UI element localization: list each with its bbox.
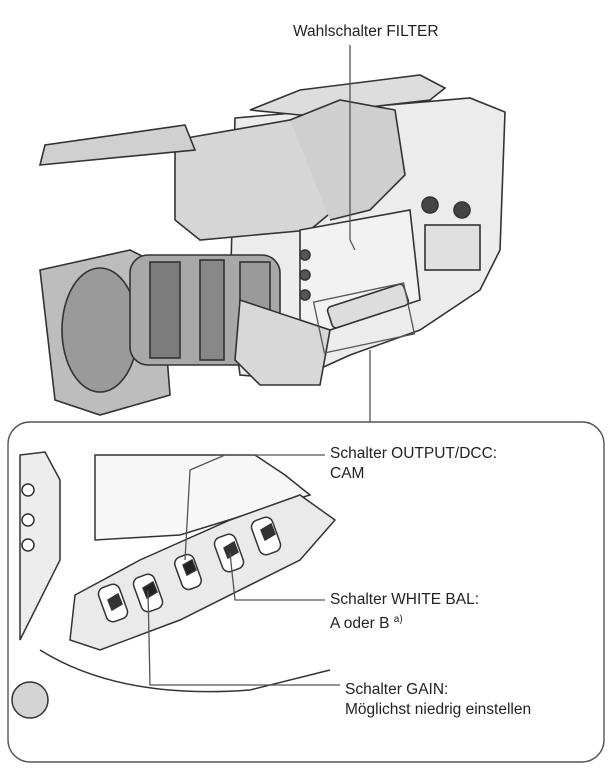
white-bal-label-line2: A oder B a) [330,610,479,634]
filter-switch-label: Wahlschalter FILTER [293,23,439,40]
zoom-panel-frame [7,421,605,763]
gain-label-line1: Schalter GAIN: [345,681,449,698]
white-bal-label-line1: Schalter WHITE BAL: [330,591,480,608]
filter-leader-line [349,45,356,251]
zoom-leader-lines [147,454,340,686]
gain-label-line2: Möglichst niedrig einstellen [345,701,532,718]
gain-switch-label: Schalter GAIN: Möglichst niedrig einstel… [345,680,531,720]
switch-area-highlight [312,282,416,354]
output-dcc-label-line2: CAM [330,465,365,482]
output-dcc-label-line1: Schalter OUTPUT/DCC: [330,445,498,462]
white-bal-footnote-ref: a) [393,614,403,625]
camcorder-illustration [38,74,506,416]
white-bal-setting-text: A oder B [330,615,390,633]
output-dcc-switch-label: Schalter OUTPUT/DCC: CAM [330,444,497,484]
white-bal-switch-label: Schalter WHITE BAL: A oder B a) [330,590,479,634]
switch-panel-detail [11,451,337,719]
